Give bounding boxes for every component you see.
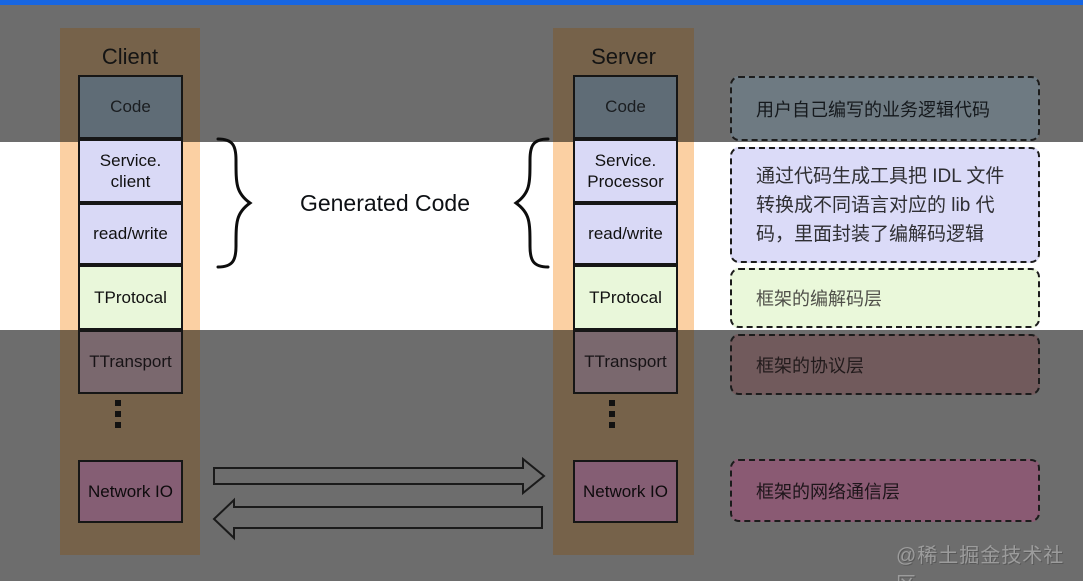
client-layer-tprotocal: TProtocal <box>78 265 183 330</box>
watermark: @稀土掘金技术社区 <box>896 545 1065 581</box>
annotation-generated-lib-line2: 转换成不同语言对应的 lib 代 <box>756 194 995 216</box>
annotation-network-layer-text: 框架的网络通信层 <box>756 481 900 502</box>
client-layer-readwrite: read/write <box>78 203 183 265</box>
server-ellipsis-icon <box>609 400 615 428</box>
annotation-codec-layer-text: 框架的编解码层 <box>756 289 882 309</box>
client-layer-service: Service. client <box>78 139 183 203</box>
annotation-protocol-layer: 框架的协议层 <box>730 334 1040 395</box>
client-service-line1: Service. <box>99 150 162 170</box>
server-layer-code: Code <box>573 75 678 139</box>
client-title: Client <box>101 44 159 69</box>
server-layer-readwrite: read/write <box>573 203 678 265</box>
network-io-arrows-icon <box>212 456 546 541</box>
server-service-line1: Service. <box>594 150 657 170</box>
server-layer-service: Service. Processor <box>573 139 678 203</box>
annotation-generated-lib-line1: 通过代码生成工具把 IDL 文件 <box>756 165 1005 187</box>
right-curly-brace-icon <box>513 137 550 269</box>
annotation-generated-lib-line3: 码，里面封装了编解码逻辑 <box>756 223 985 245</box>
server-title: Server <box>591 44 656 69</box>
annotation-codec-layer: 框架的编解码层 <box>730 268 1040 328</box>
left-curly-brace-icon <box>216 137 253 269</box>
annotation-user-code: 用户自己编写的业务逻辑代码 <box>730 76 1040 141</box>
client-layer-ttransport: TTransport <box>78 330 183 394</box>
client-layer-network-io: Network IO <box>78 460 183 523</box>
server-layer-tprotocal: TProtocal <box>573 265 678 330</box>
server-service-line2: Processor <box>587 172 664 191</box>
annotation-protocol-layer-text: 框架的协议层 <box>756 355 864 376</box>
generated-code-label: Generated Code <box>299 190 471 216</box>
annotation-network-layer: 框架的网络通信层 <box>730 459 1040 522</box>
top-blue-bar <box>0 0 1083 5</box>
server-layer-network-io: Network IO <box>573 460 678 523</box>
client-ellipsis-icon <box>115 400 121 428</box>
client-layer-code: Code <box>78 75 183 139</box>
server-layer-ttransport: TTransport <box>573 330 678 394</box>
annotation-generated-lib: 通过代码生成工具把 IDL 文件 转换成不同语言对应的 lib 代 码，里面封装… <box>730 147 1040 263</box>
annotation-user-code-text: 用户自己编写的业务逻辑代码 <box>756 99 990 120</box>
client-service-line2: client <box>110 172 151 191</box>
